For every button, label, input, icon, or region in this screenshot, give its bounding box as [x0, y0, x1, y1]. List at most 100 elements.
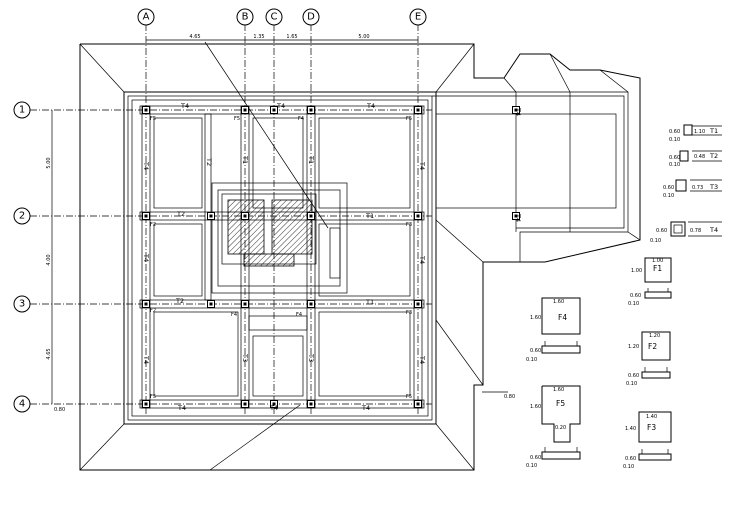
footing-label-f4: F4	[296, 312, 302, 318]
svg-text:1.60: 1.60	[530, 315, 541, 321]
column-core	[209, 302, 213, 306]
svg-text:0.60: 0.60	[530, 455, 541, 461]
footing-detail-f5: F5 1.60 1.60 0.20 0.60 0.10	[526, 385, 581, 469]
svg-text:0.48: 0.48	[694, 154, 705, 160]
svg-text:0.60: 0.60	[669, 129, 680, 135]
column-core	[243, 402, 247, 406]
column-core	[144, 302, 148, 306]
column-core	[416, 108, 420, 112]
axis-bubble-1: 1	[13, 101, 31, 119]
beam-label-t4: T4	[514, 107, 522, 116]
column-core	[514, 108, 518, 112]
svg-text:0.10: 0.10	[669, 162, 680, 168]
axis-bubble-3: 3	[13, 295, 31, 313]
column-core	[416, 402, 420, 406]
beam-label-t4: T4	[177, 404, 186, 412]
svg-text:0.10: 0.10	[526, 463, 537, 469]
svg-text:0.60: 0.60	[630, 293, 641, 299]
beam-label-t1: T1	[365, 298, 374, 306]
axis-bubble-4: 4	[13, 395, 31, 413]
beam-label-t1: T1	[365, 212, 374, 220]
axis-bubble-D: D	[302, 8, 320, 26]
footing-label-f5: F5	[234, 116, 240, 122]
svg-text:T4: T4	[709, 226, 718, 234]
column-core	[309, 108, 313, 112]
dim-top-3: 1.65	[286, 34, 297, 40]
svg-text:1.40: 1.40	[625, 426, 636, 432]
svg-text:T2: T2	[709, 152, 718, 160]
svg-text:F5: F5	[556, 399, 565, 408]
svg-text:0.10: 0.10	[526, 357, 537, 363]
columns	[142, 106, 520, 408]
footing-label-f5: F5	[406, 116, 412, 122]
column-core	[309, 302, 313, 306]
svg-text:3: 3	[19, 299, 25, 310]
axis-bubble-2: 2	[13, 207, 31, 225]
svg-text:0.20: 0.20	[555, 425, 566, 431]
svg-text:0.60: 0.60	[628, 373, 639, 379]
svg-text:0.78: 0.78	[690, 228, 701, 234]
svg-text:0.73: 0.73	[692, 185, 703, 191]
beam-label-t4: T4	[418, 161, 426, 170]
svg-text:A: A	[143, 12, 150, 23]
beam-label-t4: T4	[269, 404, 278, 412]
beam-detail-t1: 0.60 1.10 0.10 T1	[669, 124, 722, 143]
svg-text:T1: T1	[709, 127, 718, 135]
dim-top-1: 4.65	[189, 34, 200, 40]
footing-label-f5: F5	[150, 394, 156, 400]
column-core	[309, 402, 313, 406]
footing-label-f5: F5	[150, 116, 156, 122]
beam-label-t1: T1	[307, 155, 315, 164]
dim-left-1: 5.00	[46, 157, 52, 168]
svg-text:F3: F3	[647, 423, 656, 432]
column-core	[243, 302, 247, 306]
svg-text:0.10: 0.10	[663, 193, 674, 199]
slab-outline	[79, 43, 641, 471]
svg-text:B: B	[242, 12, 249, 23]
svg-text:1.60: 1.60	[553, 387, 564, 393]
svg-text:0.60: 0.60	[530, 348, 541, 354]
column-core	[416, 302, 420, 306]
svg-text:E: E	[415, 12, 421, 23]
svg-text:F2: F2	[648, 342, 657, 351]
footing-detail-f4: F4 1.60 1.60 0.60 0.10	[526, 297, 581, 363]
footing-label-f2: F2	[150, 308, 156, 314]
beam-label-t4: T4	[366, 102, 375, 110]
column-core	[416, 214, 420, 218]
beam-detail-t3: 0.60 0.73 0.10 T3	[663, 179, 722, 199]
beam-detail-t2: 0.60 0.48 0.10 T2	[669, 150, 722, 168]
column-core	[209, 214, 213, 218]
column-core	[144, 214, 148, 218]
footing-label-f2: F2	[150, 222, 156, 228]
beam-label-t4: T4	[276, 102, 285, 110]
beam-label-t4: T4	[142, 253, 150, 262]
column-core	[243, 214, 247, 218]
svg-text:1.10: 1.10	[694, 129, 705, 135]
beam-label-t3: T3	[241, 353, 249, 362]
column-core	[144, 108, 148, 112]
tie-beams	[139, 105, 617, 409]
svg-text:1.00: 1.00	[631, 268, 642, 274]
dim-left-3: 4.65	[46, 348, 52, 359]
svg-text:1.60: 1.60	[553, 299, 564, 305]
svg-text:F1: F1	[653, 264, 662, 273]
svg-text:0.10: 0.10	[628, 301, 639, 307]
central-core	[211, 182, 348, 294]
footing-detail-f3: F3 1.40 1.40 0.60 0.10	[623, 411, 672, 470]
svg-text:0.10: 0.10	[650, 238, 661, 244]
dim-top-2: 1.35	[253, 34, 264, 40]
axis-bubble-C: C	[265, 8, 283, 26]
svg-text:0.10: 0.10	[669, 137, 680, 143]
beam-label-t1: T1	[241, 155, 249, 164]
beam-label-t3: T3	[307, 353, 315, 362]
level-mark: 0.80	[504, 394, 515, 400]
beam-detail-t4: 0.60 0.78 0.10 T4	[650, 221, 722, 244]
svg-text:1.00: 1.00	[652, 258, 663, 264]
svg-text:4: 4	[19, 399, 25, 410]
svg-text:T3: T3	[709, 183, 718, 191]
footing-detail-f2: F2 1.20 1.20 0.60 0.10	[626, 331, 671, 387]
axis-bubble-B: B	[236, 8, 254, 26]
column-core	[272, 402, 276, 406]
beam-label-t4: T4	[142, 355, 150, 364]
